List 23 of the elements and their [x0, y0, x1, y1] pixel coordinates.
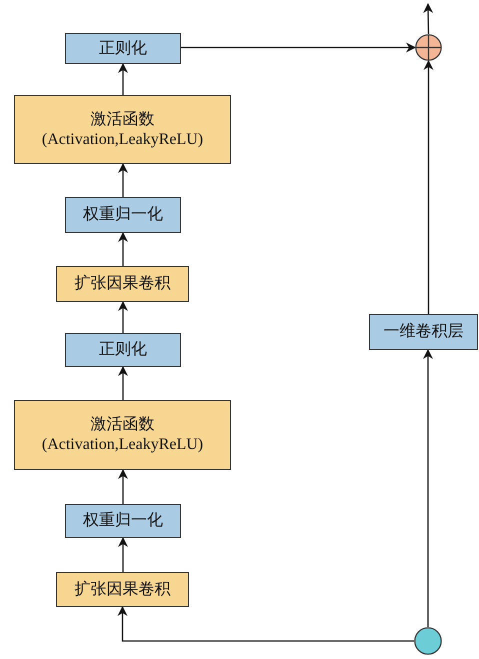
- process-box: 正则化: [65, 333, 181, 367]
- arrow: [118, 469, 128, 504]
- activation-box: 激活函数 (Activation,LeakyReLU): [14, 95, 231, 164]
- arrow: [118, 366, 128, 400]
- process-box: 权重归一化: [65, 504, 181, 538]
- arrow: [118, 537, 128, 572]
- process-box: 正则化: [65, 33, 181, 64]
- sum-circle: [415, 34, 442, 61]
- arrow: [118, 232, 128, 266]
- arrow: [118, 163, 128, 197]
- process-box: 一维卷积层: [369, 314, 478, 350]
- arrow: [423, 349, 433, 627]
- circle: [414, 627, 442, 655]
- arrow: [118, 301, 128, 333]
- arrow: [181, 42, 416, 52]
- arrow: [423, 3, 434, 34]
- process-box: 权重归一化: [65, 197, 181, 233]
- convolution-box: 扩张因果卷积: [56, 266, 189, 302]
- arrow: [118, 63, 128, 95]
- arrow: [424, 60, 434, 314]
- activation-box: 激活函数 (Activation,LeakyReLU): [14, 400, 231, 470]
- arrow: [118, 606, 414, 642]
- convolution-box: 扩张因果卷积: [56, 572, 189, 607]
